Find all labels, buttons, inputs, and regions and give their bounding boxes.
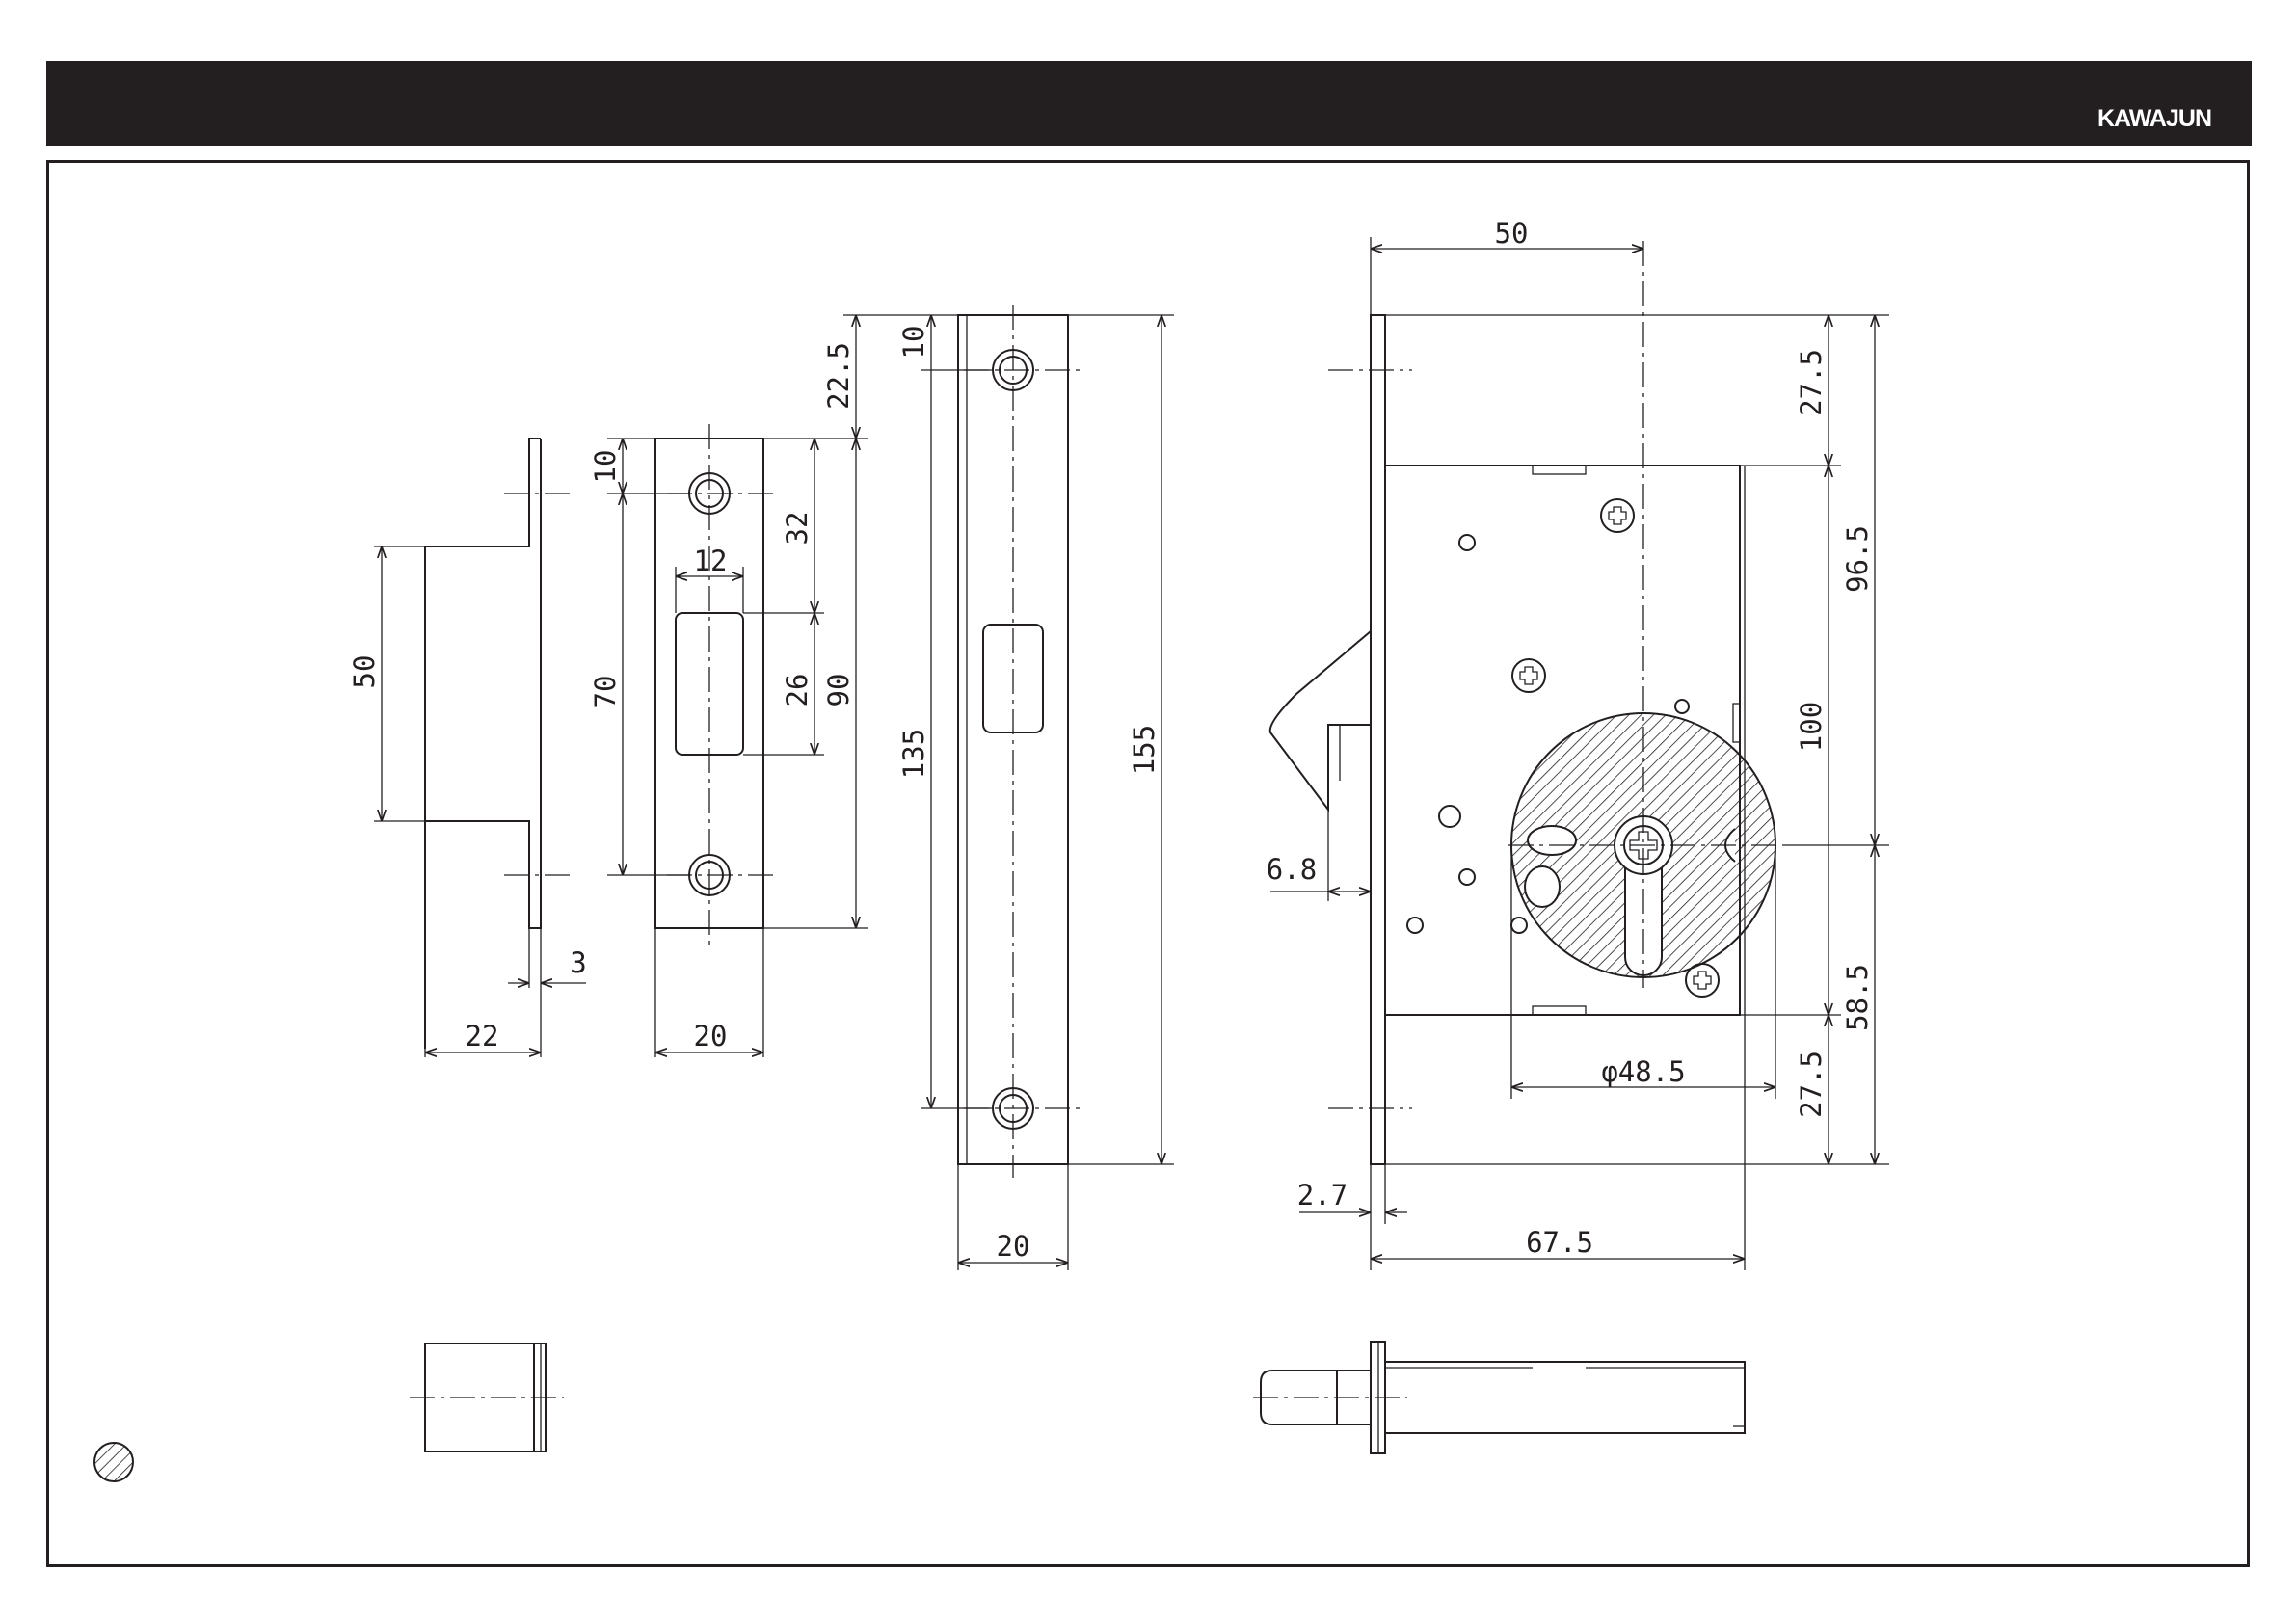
dim-backset: 50 — [1495, 217, 1529, 250]
lock-bottom-view — [1253, 1342, 1745, 1453]
dim-strike-plate-height: 90 — [822, 674, 855, 707]
dim-cylinder-diameter: φ48.5 — [1601, 1055, 1685, 1088]
screw-icon — [1601, 499, 1634, 532]
dim-faceplate-height: 155 — [1128, 725, 1161, 775]
lock-body — [1270, 241, 1783, 1164]
dim-center-height: 100 — [1795, 702, 1828, 752]
dim-strike-thickness: 3 — [570, 946, 586, 979]
dim-faceplate-width: 20 — [997, 1230, 1030, 1263]
dim-case-depth: 67.5 — [1526, 1226, 1593, 1259]
dim-front-plate-offset: 22.5 — [822, 342, 855, 410]
dim-top-to-case: 27.5 — [1795, 349, 1828, 416]
dim-center-to-bottom: 58.5 — [1841, 964, 1874, 1031]
dim-case-to-bottom: 27.5 — [1795, 1051, 1828, 1118]
dim-strike-height: 50 — [348, 655, 381, 689]
dim-strike-hole-spacing: 70 — [589, 676, 622, 709]
strike-bottom-view — [410, 1344, 564, 1451]
dim-strike-plate-width: 20 — [694, 1020, 728, 1052]
strike-side-view — [425, 439, 572, 1049]
dim-strike-top-to-opening: 32 — [781, 512, 814, 546]
strike-plate-front — [655, 424, 777, 945]
hatch-legend-icon — [94, 1443, 133, 1481]
dim-strike-depth: 22 — [466, 1020, 499, 1052]
dim-faceplate-hole-offset: 10 — [897, 326, 930, 359]
screw-icon — [1512, 659, 1545, 692]
dim-strike-opening-width: 12 — [694, 545, 728, 577]
dim-case-to-center: 96.5 — [1841, 525, 1874, 593]
dim-strike-opening-height: 26 — [781, 674, 814, 707]
dim-strike-hole-offset: 10 — [589, 450, 622, 484]
faceplate-front — [958, 305, 1081, 1178]
dim-latch-throw: 6.8 — [1267, 853, 1317, 886]
dim-faceplate-thickness: 2.7 — [1297, 1179, 1348, 1211]
dim-faceplate-hole-spacing: 135 — [897, 729, 930, 779]
